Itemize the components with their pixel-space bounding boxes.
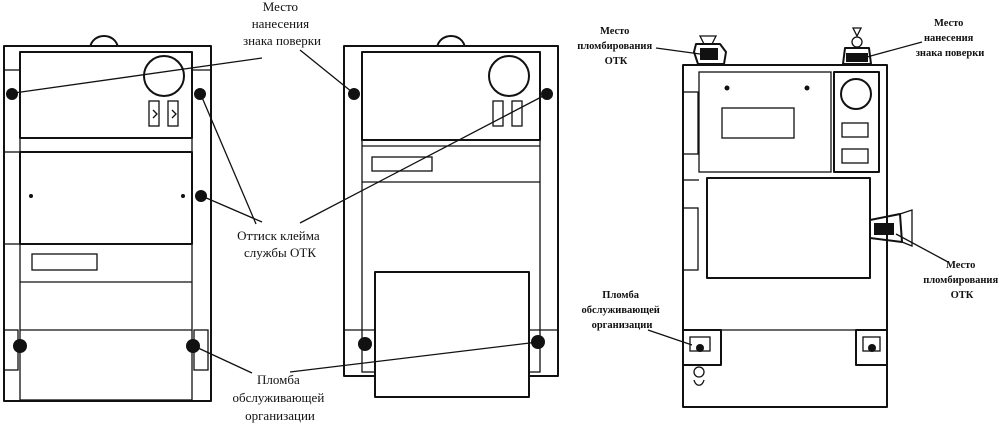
leader-lines — [13, 41, 949, 374]
seal-clamp-icon — [846, 53, 868, 62]
seal-screw-icon — [696, 344, 704, 352]
seal-screw-icon — [194, 88, 206, 100]
meter-without-cover-view — [343, 35, 559, 398]
seal-screw-icon — [13, 339, 27, 353]
seal-screw-icon — [358, 337, 372, 351]
seal-screw-icon — [6, 88, 18, 100]
seal-clamp-icon — [874, 223, 894, 235]
meter-alternative-model-view — [682, 27, 913, 408]
label-service-seal-left: Пломба обслуживающей организации — [232, 372, 327, 423]
label-otk-seal-top: Место пломбирования ОТК — [577, 26, 655, 67]
label-verification-mark-left: Место нанесения знака поверки — [243, 0, 321, 48]
label-otk-imprint: Оттиск клейма службы ОТК — [237, 228, 323, 260]
label-verification-mark-right: Место нанесения знака поверки — [916, 18, 985, 59]
seal-screw-icon — [186, 339, 200, 353]
meter-front-view — [3, 35, 212, 402]
seal-clamp-icon — [700, 48, 718, 60]
label-service-seal-right: Пломба обслуживающей организации — [582, 290, 663, 331]
seal-screw-icon — [868, 344, 876, 352]
label-otk-seal-side: Место пломбирования ОТК — [923, 260, 1000, 301]
seal-screw-icon — [195, 190, 207, 202]
